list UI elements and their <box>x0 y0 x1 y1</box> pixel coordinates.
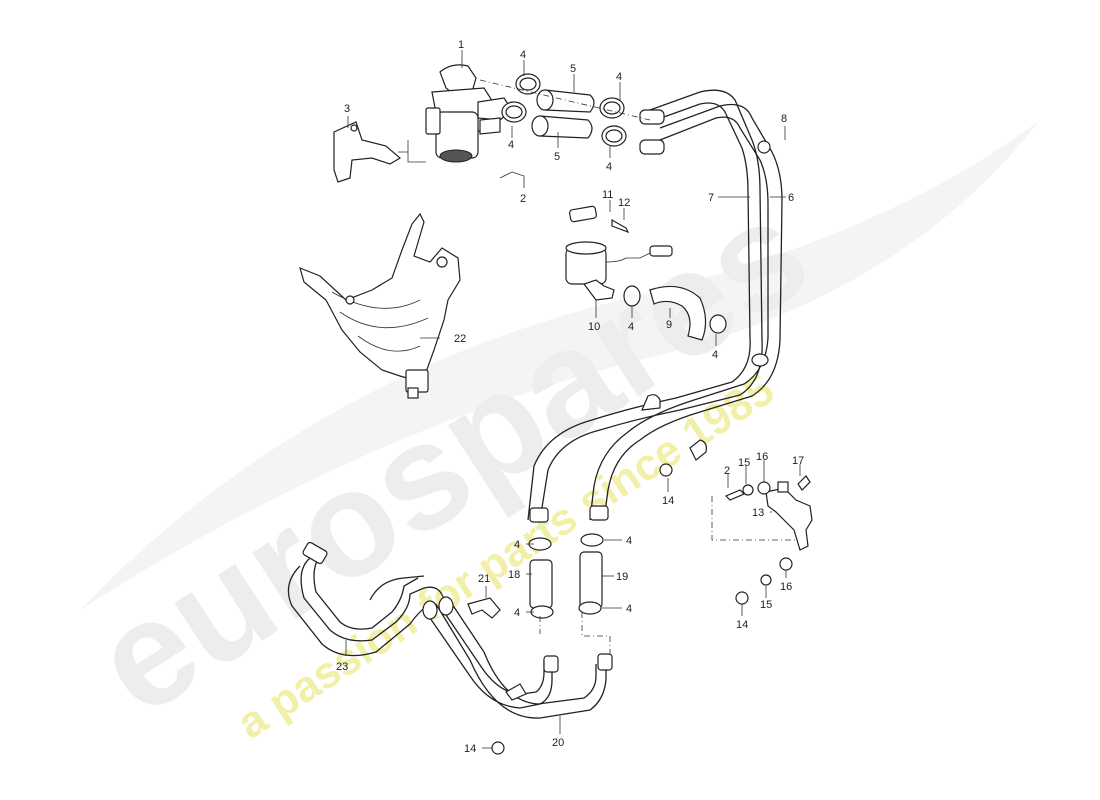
callout-14: 14 <box>662 495 674 507</box>
callout-20: 20 <box>552 737 564 749</box>
pipes-23 <box>287 541 501 657</box>
callout-14: 14 <box>464 743 476 755</box>
callout-14: 14 <box>736 619 748 631</box>
callout-4: 4 <box>616 71 622 83</box>
bracket-22 <box>299 212 461 399</box>
callout-5: 5 <box>554 151 560 163</box>
callout-4: 4 <box>628 321 634 333</box>
callout-2: 2 <box>724 465 730 477</box>
callout-9: 9 <box>666 319 672 331</box>
watermark: eurospares a passion for parts since 198… <box>66 120 1040 748</box>
bracket-13 <box>659 463 813 605</box>
callout-10: 10 <box>588 321 600 333</box>
callout-16: 16 <box>756 451 768 463</box>
callout-19: 19 <box>616 571 628 583</box>
callout-1: 1 <box>458 39 464 51</box>
callout-23: 23 <box>336 661 348 673</box>
callout-21: 21 <box>478 573 490 585</box>
valve-assembly <box>398 64 513 163</box>
coolant-pipes-6-7 <box>527 89 783 523</box>
leader-lines <box>345 50 801 749</box>
bracket-3 <box>333 121 402 183</box>
pump-10 <box>565 205 727 341</box>
callout-12: 12 <box>618 197 630 209</box>
callout-3: 3 <box>344 103 350 115</box>
callout-4: 4 <box>606 161 612 173</box>
callout-11: 11 <box>602 189 613 201</box>
callout-5: 5 <box>570 63 576 75</box>
callout-4: 4 <box>514 539 520 551</box>
hoses-18-19 <box>528 533 604 619</box>
callout-6: 6 <box>788 192 794 204</box>
callout-4: 4 <box>520 49 526 61</box>
callout-16: 16 <box>780 581 792 593</box>
callout-4: 4 <box>712 349 718 361</box>
callout-17: 17 <box>792 455 804 467</box>
callout-15: 15 <box>760 599 772 611</box>
watermark-swoosh <box>80 120 1040 610</box>
hoses-5 <box>479 73 665 155</box>
pipes-20 <box>429 603 613 755</box>
callout-22: 22 <box>454 333 466 345</box>
callout-18: 18 <box>508 569 520 581</box>
callout-2: 2 <box>520 193 526 205</box>
callout-4: 4 <box>626 535 632 547</box>
callout-13: 13 <box>752 507 764 519</box>
watermark-brand: eurospares <box>66 165 836 746</box>
callout-8: 8 <box>781 113 787 125</box>
callout-15: 15 <box>738 457 750 469</box>
callout-4: 4 <box>508 139 514 151</box>
callout-7: 7 <box>708 192 714 204</box>
callouts: 1 2 2 3 4 4 4 4 4 4 4 4 4 4 4 5 5 6 7 8 … <box>336 39 804 755</box>
callout-4: 4 <box>626 603 632 615</box>
callout-4: 4 <box>514 607 520 619</box>
